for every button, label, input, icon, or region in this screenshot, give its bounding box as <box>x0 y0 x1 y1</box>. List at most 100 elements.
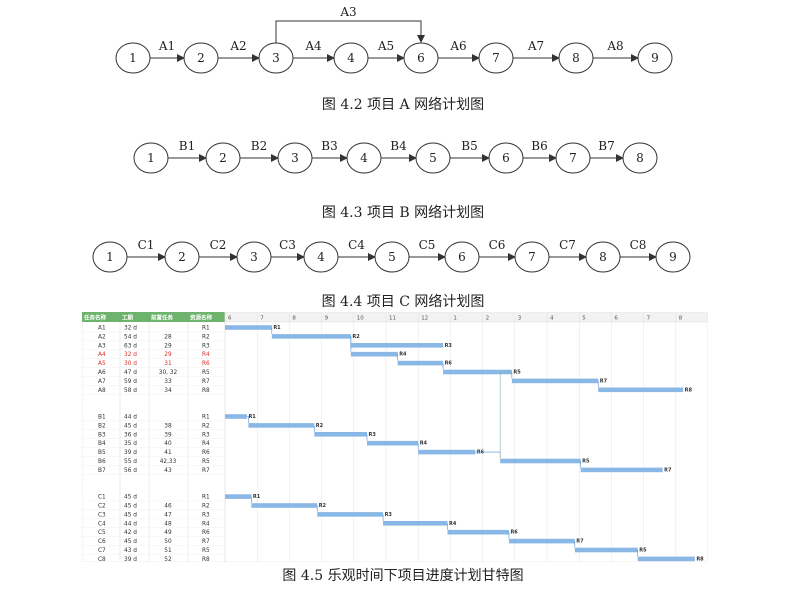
node-label-1: 1 <box>129 51 137 65</box>
node-label-4: 4 <box>347 51 355 65</box>
node-circle-8 <box>622 142 658 174</box>
gantt-timeline-label: 7 <box>647 316 651 322</box>
caption-network-a: 图 4.2 项目 A 网络计划图 <box>321 97 485 113</box>
task-predecessor: 31 <box>164 361 172 367</box>
task-name: A5 <box>98 361 106 367</box>
gantt-bar-label: R7 <box>664 467 672 473</box>
gantt-bar-C8 <box>637 556 695 562</box>
task-predecessor: 43 <box>164 468 172 474</box>
task-name: A4 <box>98 352 106 358</box>
gantt-column-header: 任务名称 <box>83 314 107 322</box>
task-name: C5 <box>98 530 106 536</box>
task-resource: R3 <box>202 432 210 438</box>
node-circle-9 <box>637 42 673 74</box>
task-duration: 36 d <box>124 432 137 438</box>
gantt-timeline-label: 2 <box>486 316 490 322</box>
task-resource: R2 <box>202 334 210 340</box>
gantt-bar-A7 <box>511 378 599 384</box>
task-predecessor: 40 <box>164 441 172 447</box>
edge-label-A8: A8 <box>606 39 623 53</box>
node-label-1: 1 <box>106 250 114 264</box>
task-predecessor: 29 <box>164 352 172 358</box>
node-label-9: 9 <box>651 51 659 65</box>
task-resource: R3 <box>202 512 210 518</box>
node-circle-8 <box>558 42 594 74</box>
gantt-bar-C6 <box>508 538 575 544</box>
edge-label-B1: B1 <box>179 139 195 153</box>
task-duration: 45 d <box>124 423 137 429</box>
caption-network-c: 图 4.4 项目 C 网络计划图 <box>321 294 485 310</box>
task-name: B2 <box>98 423 106 429</box>
task-predecessor: 38 <box>164 423 172 429</box>
task-name: C8 <box>98 557 106 562</box>
caption-gantt: 图 4.5 乐观时间下项目进度计划甘特图 <box>282 568 524 584</box>
gantt-timeline-label: 7 <box>260 316 264 322</box>
task-name: B3 <box>98 432 106 438</box>
task-duration: 54 d <box>124 334 137 340</box>
node-label-8: 8 <box>599 250 607 264</box>
node-label-4: 4 <box>317 250 325 264</box>
task-duration: 63 d <box>124 343 137 349</box>
node-circle-9 <box>655 241 691 273</box>
node-label-4: 4 <box>360 151 368 165</box>
node-circle-1 <box>115 42 151 74</box>
edge-label-C2: C2 <box>210 238 227 252</box>
edge-label-B3: B3 <box>321 139 337 153</box>
gantt-bar-A8 <box>598 387 684 393</box>
gantt-bar-A6 <box>443 369 512 375</box>
gantt-bar-C5 <box>447 529 509 535</box>
task-duration: 44 d <box>124 521 137 527</box>
task-name: A7 <box>98 379 106 385</box>
node-circle-2 <box>205 142 241 174</box>
task-resource: R1 <box>202 326 210 332</box>
task-resource: R6 <box>202 361 210 367</box>
task-resource: R7 <box>202 379 210 385</box>
gantt-bar-label: R4 <box>449 521 457 527</box>
task-duration: 45 d <box>124 495 137 501</box>
gantt-timeline-label: 8 <box>679 316 683 322</box>
edge-label-A6: A6 <box>449 39 466 53</box>
gantt-bar-label: R2 <box>319 503 327 509</box>
task-resource: R5 <box>202 548 210 554</box>
gantt-bar-A1 <box>225 325 272 330</box>
gantt-bar-label: R6 <box>510 530 518 536</box>
gantt-dependency-link <box>499 371 512 459</box>
node-label-2: 2 <box>219 151 227 165</box>
gantt-bar-label: R4 <box>420 441 428 447</box>
task-name: A3 <box>98 343 106 349</box>
task-predecessor: 30, 32 <box>159 370 178 376</box>
gantt-bar-B1 <box>225 414 247 419</box>
gantt-column-header: 资源名称 <box>190 314 213 322</box>
node-label-2: 2 <box>178 250 186 264</box>
gantt-bar-label: R8 <box>696 556 704 562</box>
gantt-bar-label: R3 <box>368 432 376 438</box>
node-circle-5 <box>415 142 451 174</box>
task-resource: R6 <box>202 450 210 456</box>
edge-label-C3: C3 <box>279 238 296 252</box>
node-circle-4 <box>303 241 339 273</box>
task-duration: 56 d <box>124 468 137 474</box>
node-circle-1 <box>92 241 128 273</box>
node-label-7: 7 <box>492 51 500 65</box>
task-resource: R7 <box>202 468 210 474</box>
task-duration: 42 d <box>124 530 137 536</box>
gantt-timeline-label: 3 <box>518 316 522 322</box>
gantt-timeline-label: 5 <box>582 316 586 322</box>
node-circle-1 <box>133 142 169 174</box>
task-resource: R5 <box>202 370 210 376</box>
edge-label-A4: A4 <box>304 39 322 53</box>
task-duration: 39 d <box>124 557 137 562</box>
gantt-bar-label: R7 <box>600 378 608 384</box>
task-resource: R6 <box>202 530 210 536</box>
gantt-bar-B5 <box>418 449 476 455</box>
task-duration: 39 d <box>124 450 137 456</box>
task-name: B1 <box>98 415 106 421</box>
task-name: A6 <box>98 370 106 376</box>
edge-label-C1: C1 <box>138 238 155 252</box>
task-name: B7 <box>98 468 106 474</box>
task-predecessor: 33 <box>164 379 172 385</box>
task-duration: 59 d <box>124 379 137 385</box>
gantt-bar-C7 <box>574 547 638 553</box>
